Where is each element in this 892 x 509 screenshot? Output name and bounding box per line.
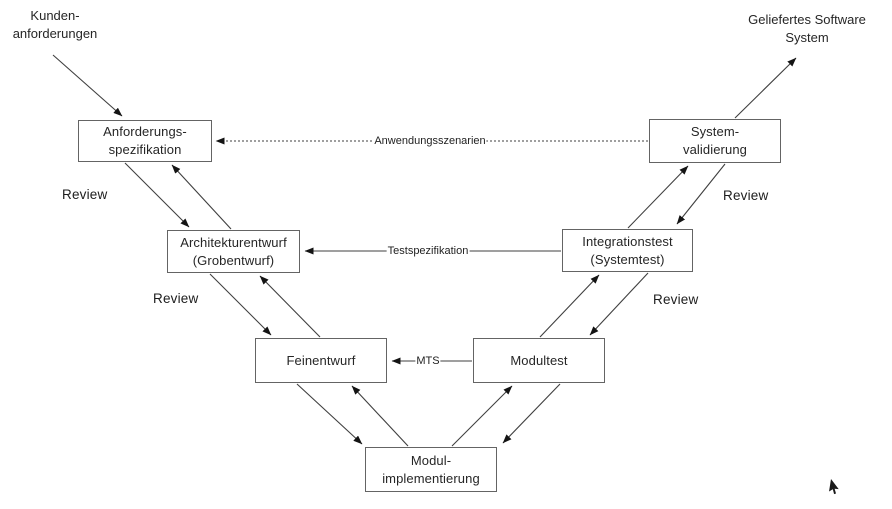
box-integrationstest: Integrationstest (Systemtest) [562,229,693,272]
box-anforderungsspezifikation-line2: spezifikation [108,142,182,157]
box-modultest-label: Modultest [510,352,568,368]
label-delivered-system-line1: Geliefertes Software [748,12,866,27]
label-customer-requirements: Kunden- anforderungen [3,7,107,43]
arrow-validation-to-delivered [734,57,797,119]
box-architekturentwurf: Architekturentwurf (Grobentwurf) [167,230,300,273]
box-systemvalidierung-line1: System- [690,124,740,140]
box-anforderungsspezifikation: Anforderungs- spezifikation [78,120,212,162]
box-modultest: Modultest [473,338,605,383]
arrow-review-integrationtest-to-moduletest [589,272,649,336]
arrow-moduletest-to-integrationtest [539,274,600,338]
review-label-right-top: Review [723,188,769,203]
arrow-requirements-to-architecture [124,162,190,228]
label-customer-requirements-line1: Kunden- [30,8,80,23]
box-architekturentwurf-line1: Architekturentwurf [180,234,287,250]
box-systemvalidierung-line2: validierung [683,142,747,157]
arrow-detaildesign-to-implementation [296,383,363,445]
box-feinentwurf-label: Feinentwurf [286,352,356,368]
box-feinentwurf: Feinentwurf [255,338,387,383]
arrow-review-implementation-to-detaildesign [351,385,409,447]
arrow-architecture-to-detaildesign [209,273,272,336]
arrow-review-validation-to-integrationtest [676,163,726,225]
mouse-cursor-icon [829,479,839,495]
review-label-left-middle: Review [153,291,199,306]
box-integrationstest-line1: Integrationstest [582,233,673,249]
label-delivered-system: Geliefertes Software System [741,11,873,47]
box-modulimplementierung: Modul- implementierung [365,447,497,492]
box-integrationstest-line2: (Systemtest) [590,251,665,267]
arrow-review-moduletest-to-implementation [502,383,561,444]
box-anforderungsspezifikation-line1: Anforderungs- [103,124,187,140]
box-modulimplementierung-line2: implementierung [382,470,480,486]
label-anwendungsszenarien: Anwendungsszenarien [373,135,487,147]
box-systemvalidierung: System- validierung [649,119,781,163]
label-delivered-system-line2: System [785,30,829,46]
arrow-review-detaildesign-to-architecture [259,275,321,338]
arrow-customer-to-requirements [52,54,123,117]
arrow-review-architecture-to-requirements [171,164,232,230]
label-mts: MTS [415,355,441,367]
arrow-integrationtest-to-validation [627,165,689,229]
box-architekturentwurf-line2: (Grobentwurf) [192,252,275,268]
label-testspezifikation: Testspezifikation [386,245,470,257]
label-customer-requirements-line2: anforderungen [12,26,98,42]
arrow-implementation-to-moduletest [451,385,513,447]
review-label-right-middle: Review [653,292,699,307]
review-label-left-top: Review [62,187,108,202]
box-modulimplementierung-line1: Modul- [410,452,452,468]
